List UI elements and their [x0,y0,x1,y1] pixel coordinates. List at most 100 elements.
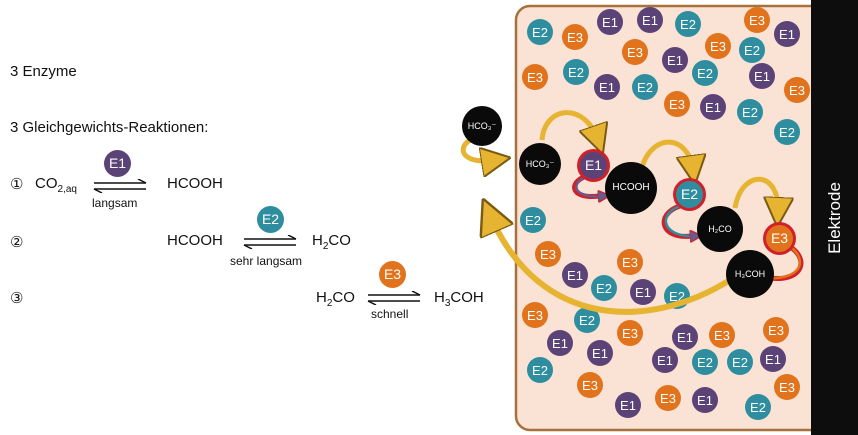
molecule-hco3-outside: HCO₃⁻ [462,106,502,146]
svg-text:E1: E1 [779,27,795,42]
svg-text:E3: E3 [622,255,638,270]
reactant: CO2,aq [35,175,77,195]
svg-text:E3: E3 [540,247,556,262]
enzyme-e1: E1 [749,63,775,89]
svg-text:E2: E2 [525,213,541,228]
enzyme-e3: E3 [535,241,561,267]
svg-text:E2: E2 [744,43,760,58]
enzyme-e3: E3 [709,322,735,348]
svg-text:E1: E1 [697,393,713,408]
enzyme-e1: E1 [597,9,623,35]
enzyme-e3: E3 [522,302,548,328]
svg-text:E3: E3 [660,391,676,406]
reaction-number: ③ [10,290,24,307]
svg-text:E3: E3 [714,328,730,343]
enzyme-badge-e3: E3 [379,261,406,288]
svg-text:E2: E2 [697,66,713,81]
transfer-arrow-3 [732,176,778,212]
svg-text:E2: E2 [568,65,584,80]
svg-text:E2: E2 [680,17,696,32]
enzyme-e1: E1 [672,324,698,350]
svg-text:E1: E1 [567,268,583,283]
svg-text:E3: E3 [582,378,598,393]
svg-text:E3: E3 [749,13,765,28]
enzyme-e1: E1 [615,392,641,418]
enzyme-e1: E1 [700,94,726,120]
enzyme-e3: E3 [617,249,643,275]
svg-text:E1: E1 [592,346,608,361]
svg-text:E1: E1 [705,100,721,115]
enzyme-e2: E2 [739,37,765,63]
electrode-label: Elektrode [824,181,844,254]
enzyme-e3: E3 [744,7,770,33]
enzyme-e3: E3 [664,91,690,117]
heading-enzymes: 3 Enzyme [10,63,77,80]
enzyme-badge-e1: E1 [104,150,131,177]
reaction-speed: langsam [92,196,138,210]
enzyme-e3: E3 [655,385,681,411]
svg-text:E1: E1 [667,53,683,68]
enzyme-e2: E2 [774,119,800,145]
enzyme-e1: E1 [692,387,718,413]
enzyme-e2: E2 [574,307,600,333]
pathway-enzyme-e1: E1 [580,152,607,179]
enzyme-e2: E2 [591,275,617,301]
svg-text:E3: E3 [710,39,726,54]
reaction-speed: sehr langsam [230,254,303,268]
enzyme-e2: E2 [675,11,701,37]
svg-text:E2: E2 [532,363,548,378]
product-release-arrow [490,215,732,315]
svg-text:E3: E3 [779,380,795,395]
svg-text:E2: E2 [742,105,758,120]
enzyme-e2: E2 [520,207,546,233]
svg-text:E2: E2 [596,281,612,296]
svg-text:E1: E1 [552,336,568,351]
svg-text:E2: E2 [697,355,713,370]
enzyme-e1: E1 [652,347,678,373]
enzyme-e2: E2 [727,349,753,375]
enzyme-e1: E1 [562,262,588,288]
svg-text:E3: E3 [789,83,805,98]
enzyme-e1: E1 [662,47,688,73]
svg-text:E1: E1 [754,69,770,84]
svg-text:E1: E1 [620,398,636,413]
svg-text:E3: E3 [527,70,543,85]
svg-text:E3: E3 [627,45,643,60]
reaction-number: ① [10,176,24,193]
electrode-label-wrap: Elektrode [811,0,858,435]
molecule-hco3: HCO₃⁻ [519,143,561,185]
enzyme-e1: E1 [630,279,656,305]
enzyme-e2: E2 [632,74,658,100]
svg-text:E1: E1 [677,330,693,345]
svg-text:E3: E3 [527,308,543,323]
svg-text:E1: E1 [635,285,651,300]
product: H2CO [312,232,351,252]
enzyme-e2: E2 [563,59,589,85]
svg-text:E2: E2 [637,80,653,95]
enzyme-badge-e2: E2 [257,206,284,233]
product: HCOOH [167,175,223,192]
molecule-hcooh: HCOOH [605,162,657,214]
enzyme-e3: E3 [617,320,643,346]
svg-text:E2: E2 [750,400,766,415]
enzyme-e1: E1 [587,340,613,366]
product: H3COH [434,289,484,309]
reactant: H2CO [316,289,355,309]
enzyme-e1: E1 [547,330,573,356]
reaction-number: ② [10,234,24,251]
svg-text:E2: E2 [779,125,795,140]
reaction-speed: schnell [371,307,409,321]
enzyme-e3: E3 [622,39,648,65]
enzyme-e3: E3 [705,33,731,59]
electrode [811,0,858,435]
uptake-arrow [460,137,496,161]
svg-text:E3: E3 [768,323,784,338]
transfer-arrow-2 [637,139,693,175]
equilibrium-arrow [243,235,297,249]
svg-text:E1: E1 [765,352,781,367]
reactant: HCOOH [167,232,223,249]
enzyme-e2: E2 [527,19,553,45]
svg-text:E2: E2 [732,355,748,370]
